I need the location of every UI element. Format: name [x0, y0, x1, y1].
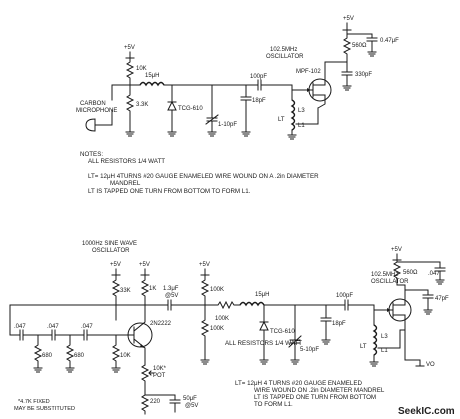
bottom-pot-label: POT	[153, 373, 166, 379]
bottom-supply-b: +5V	[139, 262, 150, 268]
bottom-coil-l3: L3	[381, 334, 388, 340]
bottom-r-10k: 10K	[120, 353, 131, 359]
bottom-r-100k-b: 100K	[210, 326, 224, 332]
bottom-pot-value: 10K*	[153, 366, 167, 372]
top-note-3: LT IS TAPPED ONE TURN FROM BOTTOM TO FOR…	[88, 188, 251, 195]
top-note-2a: LT= 12μH 4TURNS #20 GAUGE ENAMELED WIRE …	[88, 173, 319, 180]
top-note-1: ALL RESISTORS 1/4 WATT	[88, 158, 165, 165]
bottom-trimmer: 5-10pF	[300, 347, 319, 353]
top-coil-l1: L1	[298, 123, 305, 129]
bottom-note-2b: WIRE WOUND ON .2in DIAMETER MANDREL	[254, 387, 385, 394]
top-trimmer-label: 1-10pF	[218, 122, 237, 128]
bottom-c-18: 18pF	[332, 321, 346, 327]
bottom-c-c: .047	[81, 324, 93, 330]
bottom-osc-line1: 102.5MHz	[371, 272, 398, 278]
bottom-c-b: .047	[47, 324, 59, 330]
bottom-c-13v: @5V	[165, 293, 178, 299]
bottom-inductor: 15μH	[255, 292, 269, 298]
top-osc-line2: OSCILLATOR	[266, 54, 304, 60]
bottom-circuit: 1000Hz SINE WAVE OSCILLATOR +5V +5V +5V …	[9, 241, 449, 415]
bottom-c-13: 1.3μF	[163, 286, 179, 292]
bottom-coil-l1: L1	[381, 348, 388, 354]
top-notes-title: NOTES:	[80, 151, 103, 158]
bottom-vo: VO	[426, 362, 435, 368]
bottom-osc-line2: OSCILLATOR	[371, 279, 409, 285]
top-inductor-label: 15μH	[145, 73, 159, 79]
top-coil-l3: L3	[298, 108, 305, 114]
bottom-c-47pf: 47pF	[435, 296, 449, 302]
bottom-r-560: 560Ω	[403, 270, 418, 276]
top-c-shunt-label: 18pF	[252, 98, 266, 104]
bottom-note-fixed-2: MAY BE SUBSTITUTED	[14, 406, 75, 412]
bottom-r-220: 220	[150, 399, 161, 405]
top-r-bias-label: 10K	[136, 66, 147, 72]
top-osc-line1: 102.5MHz	[270, 47, 297, 53]
bottom-osc1k-line1: 1000Hz SINE WAVE	[82, 241, 137, 247]
bottom-diode: TCG-610	[270, 329, 295, 335]
top-supply-right: +5V	[343, 16, 354, 22]
bottom-r-33k: 33K	[120, 288, 131, 294]
top-mic-line1: CARBON	[80, 101, 106, 107]
bottom-note-2d: TO FORM L1.	[254, 401, 293, 408]
top-circuit: +5V 10K 15μH 3.3K CARBON MICROPHONE TCG-…	[76, 16, 399, 195]
top-mic-line2: MICROPHONE	[76, 108, 117, 114]
top-supply-left: +5V	[124, 45, 135, 51]
top-r-drain-label: 560Ω	[352, 43, 367, 49]
bottom-c-50v: @5V	[185, 403, 198, 409]
bottom-r-680b: 680	[74, 353, 85, 359]
bottom-r-1k: 1K	[149, 286, 156, 292]
top-note-2b: MANDREL	[110, 180, 141, 187]
bottom-supply-c: +5V	[199, 262, 210, 268]
bottom-note-1: ALL RESISTORS 1/4 WATT	[225, 340, 302, 347]
top-diode-label: TCG-610	[178, 106, 203, 112]
bottom-c-50: 50μF	[183, 396, 197, 402]
top-c-bypass-label: 0.47μF	[380, 38, 399, 44]
bottom-bjt-label: 2N2222	[150, 321, 172, 327]
bottom-supply-d: +5V	[391, 247, 402, 253]
top-fet-label: MPF-102	[296, 69, 321, 75]
bottom-c-100pf: 100pF	[336, 293, 353, 299]
top-r-mic-label: 3.3K	[136, 102, 148, 108]
bottom-note-2c: LT IS TAPPED ONE TURN FROM BOTTOM	[254, 394, 376, 401]
watermark: SeekIC.com	[398, 406, 455, 417]
bottom-note-fixed-1: *4.7K FIXED	[18, 399, 50, 405]
bottom-r-100k-c: 100K	[215, 316, 229, 322]
top-coil-lt: LT	[278, 117, 285, 123]
bottom-r-680a: 680	[42, 353, 53, 359]
bottom-note-2a: LT= 12μH 4 TURNS #20 GAUGE ENAMELED	[235, 380, 362, 387]
top-c-fb-label: 330pF	[355, 72, 372, 78]
bottom-c-a: .047	[14, 324, 26, 330]
bottom-osc1k-line2: OSCILLATOR	[92, 248, 130, 254]
top-c-couple-label: 100pF	[250, 74, 267, 80]
bottom-r-100k-a: 100K	[210, 287, 224, 293]
bottom-coil-lt: LT	[360, 344, 367, 350]
bottom-c-047: .047	[428, 271, 440, 277]
bottom-supply-a: +5V	[110, 262, 121, 268]
